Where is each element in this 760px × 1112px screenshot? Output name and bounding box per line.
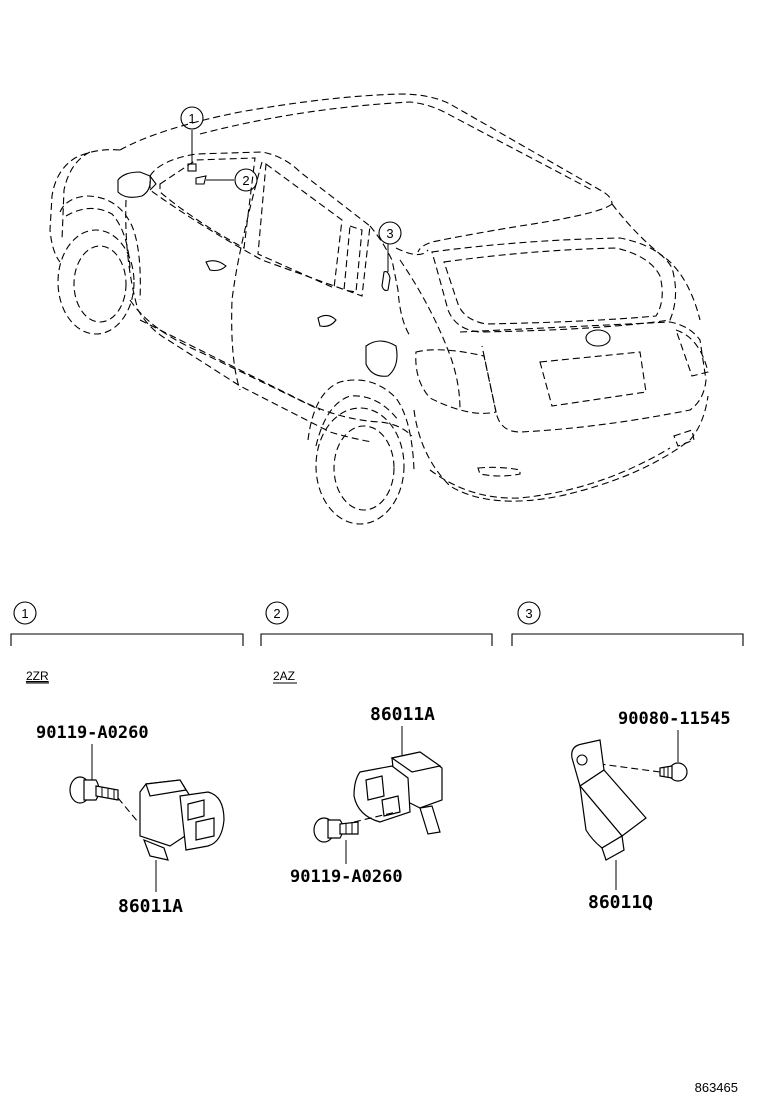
section-1-parts: 90119-A0260 86011A [36,723,225,917]
callout-2-label: 2 [242,173,249,188]
callout-3: 3 [378,221,402,272]
sensor-icon [353,751,443,835]
callout-3-label: 3 [386,226,393,241]
reference-number: 863465 [695,1080,738,1095]
section-1-number: 1 [21,606,28,621]
engine-label-2zr: 2ZR [26,669,49,683]
part-number-bolt-1: 90119-A0260 [36,723,149,743]
module-icon [571,739,647,861]
bolt-icon [69,776,119,804]
section-2-header: 2 [260,601,493,646]
vehicle-illustration [49,93,709,525]
callout-1: 1 [180,106,204,164]
section-3-header: 3 [511,601,744,646]
callout-2: 2 [206,168,258,192]
engine-label-2az: 2AZ [273,669,295,683]
callout-1-label: 1 [188,111,195,126]
section-1-header: 1 [10,601,244,646]
part-number-sensor-2: 86011A [370,704,435,725]
section-3-parts: 90080-11545 86011Q [571,709,731,913]
section-2-parts: 86011A 90119-A0260 [290,704,443,887]
part-number-sensor-1: 86011A [118,896,183,917]
section-2-number: 2 [273,606,280,621]
part-number-bolt-2: 90119-A0260 [290,867,403,887]
section-3-number: 3 [525,606,532,621]
part-number-module-3: 86011Q [588,892,653,913]
sensor-icon [139,779,225,861]
screw-icon [659,762,688,782]
bolt-icon [313,817,359,843]
part-number-screw-3: 90080-11545 [618,709,731,729]
